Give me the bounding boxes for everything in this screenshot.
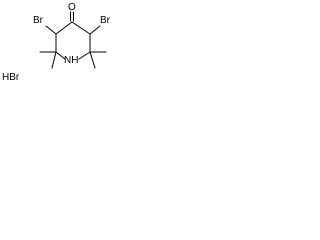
bond-c5-br bbox=[89, 25, 101, 35]
bond-c3-br bbox=[45, 25, 57, 35]
bond-c2-methyl-b bbox=[51, 51, 57, 69]
bond-c6-n bbox=[78, 51, 91, 60]
salt-label: HBr bbox=[2, 72, 20, 83]
bromine-label-left: Br bbox=[33, 15, 44, 26]
bond-n-c2 bbox=[55, 51, 66, 60]
nitrogen-label: NH bbox=[64, 55, 78, 66]
chemical-structure: Br Br O NH HBr bbox=[2, 2, 111, 83]
bond-c4-c5 bbox=[71, 21, 91, 35]
bond-c6-methyl-b bbox=[89, 51, 96, 69]
oxygen-label: O bbox=[68, 2, 76, 13]
bond-c3-c4 bbox=[55, 21, 73, 35]
bromine-label-right: Br bbox=[100, 15, 111, 26]
